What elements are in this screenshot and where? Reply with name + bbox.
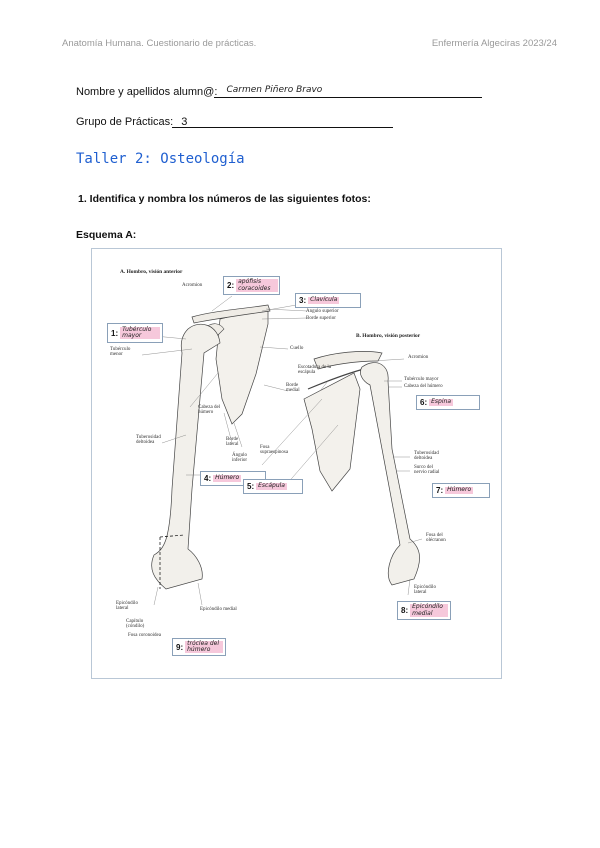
label-fosa-supraespinosa: Fosa supraespinosa: [260, 445, 292, 456]
answer-box-1[interactable]: 1: Tubérculo mayor: [107, 323, 163, 343]
label-fosa-olecranon: Fosa del olécranon: [426, 533, 452, 544]
group-label: Grupo de Prácticas:: [76, 116, 173, 128]
name-label: Nombre y apellidos alumn@:: [76, 86, 217, 98]
answer-box-7[interactable]: 7: Húmero: [432, 483, 490, 498]
scapula-anterior-shape: [216, 307, 268, 424]
label-borde-lateral: Borde lateral: [226, 437, 246, 448]
label-fosa-coronoidea: Fosa coronoidea: [128, 633, 161, 638]
label-tuberosidad-deltoidea-a: Tuberosidad deltoidea: [136, 435, 164, 446]
answer-text-9[interactable]: tróclea del húmero: [185, 641, 223, 654]
label-cuello: Cuello: [290, 346, 303, 351]
label-escotadura: Escotadura de la escápula: [298, 365, 334, 376]
humerus-posterior-shape: [360, 363, 419, 585]
answer-text-4[interactable]: Húmero: [213, 475, 241, 481]
label-tuberosidad-deltoidea-b: Tuberosidad deltoidea: [414, 451, 444, 462]
label-acromion-a: Acromion: [182, 283, 202, 288]
page-title: Taller 2: Osteología: [76, 151, 245, 167]
label-capitulo: Capítulo (cóndilo): [126, 619, 152, 630]
name-value[interactable]: Carmen Piñero Bravo: [226, 85, 322, 95]
answer-text-2[interactable]: apófisis coracoides: [236, 279, 278, 292]
label-epicondilo-medial: Epicóndilo medial: [200, 607, 237, 612]
label-epicondilo-lateral-b: Epicóndilo lateral: [414, 585, 442, 596]
scheme-label: Esquema A:: [76, 229, 136, 241]
label-borde-superior: Borde superior: [306, 316, 336, 321]
answer-text-5[interactable]: Escápula: [256, 483, 287, 489]
answer-text-1[interactable]: Tubérculo mayor: [120, 327, 160, 340]
answer-text-6[interactable]: Espina: [429, 399, 453, 405]
group-row: Grupo de Prácticas: 3: [76, 116, 182, 128]
anatomy-figure: A. Hombro, visión anterior B. Hombro, vi…: [91, 248, 502, 679]
label-angulo-inferior: Ángulo inferior: [232, 453, 254, 464]
answer-box-2[interactable]: 2: apófisis coracoides: [223, 276, 280, 295]
label-borde-medial: Borde medial: [286, 383, 306, 394]
answer-text-3[interactable]: Clavícula: [308, 297, 339, 303]
view-anterior-title: A. Hombro, visión anterior: [120, 269, 182, 275]
group-underline: [172, 127, 393, 128]
label-cabeza-humero-b: Cabeza del húmero: [404, 384, 443, 389]
label-cabeza-humero-a: Cabeza del húmero: [198, 405, 222, 416]
label-tuberculo-menor: Tubérculo menor: [110, 347, 142, 358]
header-course: Anatomía Humana. Cuestionario de práctic…: [62, 38, 256, 49]
view-posterior-title: B. Hombro, visión posterior: [356, 333, 420, 339]
answer-box-3[interactable]: 3: Clavícula: [295, 293, 361, 308]
answer-box-9[interactable]: 9: tróclea del húmero: [172, 638, 226, 656]
answer-box-5[interactable]: 5: Escápula: [243, 479, 303, 494]
label-tuberculo-mayor: Tubérculo mayor: [404, 377, 438, 382]
humerus-anterior-shape: [152, 324, 220, 589]
header-institution: Enfermería Algeciras 2023/24: [432, 38, 557, 49]
label-acromion-b: Acromion: [408, 355, 428, 360]
answer-box-8[interactable]: 8: Epicóndilo medial: [397, 601, 451, 620]
question-1: 1. Identifica y nombra los números de la…: [78, 193, 371, 205]
answer-text-8[interactable]: Epicóndilo medial: [410, 604, 448, 617]
name-underline: [214, 97, 482, 98]
label-angulo-superior: Ángulo superior: [306, 309, 339, 314]
label-epicondilo-lateral: Epicóndilo lateral: [116, 601, 142, 612]
answer-box-6[interactable]: 6: Espina: [416, 395, 480, 410]
label-surco-nervio-radial: Surco del nervio radial: [414, 465, 442, 476]
answer-text-7[interactable]: Húmero: [445, 487, 473, 493]
